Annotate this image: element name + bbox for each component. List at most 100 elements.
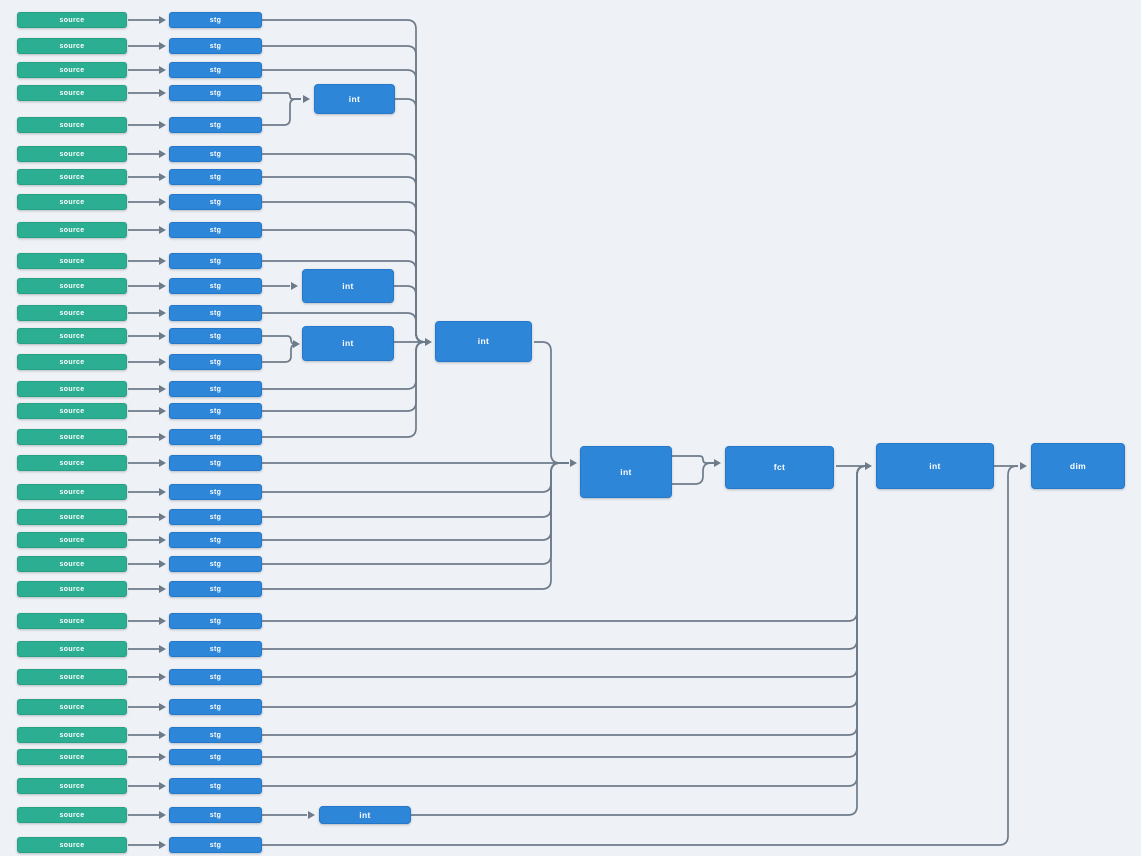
source-node[interactable]: source: [17, 403, 127, 419]
node-label: stg: [209, 66, 222, 74]
stg-node[interactable]: stg: [169, 381, 262, 397]
stg-node[interactable]: stg: [169, 727, 262, 743]
node-label: stg: [209, 753, 222, 761]
stg-node[interactable]: stg: [169, 484, 262, 500]
stg-node[interactable]: stg: [169, 749, 262, 765]
stg-node[interactable]: stg: [169, 85, 262, 101]
source-node[interactable]: source: [17, 169, 127, 185]
source-node[interactable]: source: [17, 484, 127, 500]
stg-node[interactable]: stg: [169, 194, 262, 210]
canvas-bottom-strip: [0, 856, 1141, 863]
source-node[interactable]: source: [17, 641, 127, 657]
node-label: stg: [209, 407, 222, 415]
stg-node[interactable]: stg: [169, 12, 262, 28]
edge: [534, 341, 569, 464]
source-node[interactable]: source: [17, 429, 127, 445]
source-node[interactable]: source: [17, 305, 127, 321]
stg-node[interactable]: stg: [169, 778, 262, 794]
source-node[interactable]: source: [17, 117, 127, 133]
source-node[interactable]: source: [17, 699, 127, 715]
stg-node[interactable]: stg: [169, 278, 262, 294]
source-node[interactable]: source: [17, 807, 127, 823]
source-node[interactable]: source: [17, 194, 127, 210]
stg-node[interactable]: stg: [169, 613, 262, 629]
arrowhead-icon: [159, 536, 166, 544]
source-node[interactable]: source: [17, 328, 127, 344]
node-label: source: [59, 703, 85, 711]
source-node[interactable]: source: [17, 749, 127, 765]
source-node[interactable]: source: [17, 354, 127, 370]
stg-node[interactable]: stg: [169, 669, 262, 685]
arrowhead-icon: [308, 811, 315, 819]
node-label: source: [59, 811, 85, 819]
source-node[interactable]: source: [17, 278, 127, 294]
edge: [262, 462, 569, 565]
node-label: source: [59, 385, 85, 393]
source-node[interactable]: source: [17, 778, 127, 794]
node-label: int: [348, 93, 361, 104]
source-node[interactable]: source: [17, 509, 127, 525]
node-label: stg: [209, 121, 222, 129]
stg-node[interactable]: stg: [169, 253, 262, 269]
arrowhead-icon: [714, 459, 721, 467]
source-node[interactable]: source: [17, 837, 127, 853]
source-node[interactable]: source: [17, 62, 127, 78]
source-node[interactable]: source: [17, 581, 127, 597]
source-node[interactable]: source: [17, 12, 127, 28]
int-node-6[interactable]: int: [876, 443, 994, 489]
int-node-7[interactable]: int: [319, 806, 411, 824]
stg-node[interactable]: stg: [169, 807, 262, 823]
arrowhead-icon: [159, 782, 166, 790]
stg-node[interactable]: stg: [169, 169, 262, 185]
stg-node[interactable]: stg: [169, 305, 262, 321]
edge: [262, 465, 867, 758]
int-node-5[interactable]: int: [580, 446, 672, 498]
stg-node[interactable]: stg: [169, 38, 262, 54]
dim-node[interactable]: dim: [1031, 443, 1125, 489]
stg-node[interactable]: stg: [169, 837, 262, 853]
source-node[interactable]: source: [17, 38, 127, 54]
stg-node[interactable]: stg: [169, 429, 262, 445]
arrowhead-icon: [159, 617, 166, 625]
int-node-4[interactable]: int: [435, 321, 532, 362]
stg-node[interactable]: stg: [169, 328, 262, 344]
source-node[interactable]: source: [17, 455, 127, 471]
source-node[interactable]: source: [17, 669, 127, 685]
stg-node[interactable]: stg: [169, 222, 262, 238]
stg-node[interactable]: stg: [169, 146, 262, 162]
int-node-1[interactable]: int: [314, 84, 395, 114]
stg-node[interactable]: stg: [169, 403, 262, 419]
source-node[interactable]: source: [17, 727, 127, 743]
arrowhead-icon: [159, 645, 166, 653]
stg-node[interactable]: stg: [169, 641, 262, 657]
stg-node[interactable]: stg: [169, 455, 262, 471]
stg-node[interactable]: stg: [169, 699, 262, 715]
source-node[interactable]: source: [17, 253, 127, 269]
stg-node[interactable]: stg: [169, 509, 262, 525]
stg-node[interactable]: stg: [169, 354, 262, 370]
source-node[interactable]: source: [17, 556, 127, 572]
node-label: source: [59, 226, 85, 234]
arrowhead-icon: [159, 407, 166, 415]
edge: [672, 455, 714, 464]
fct-node[interactable]: fct: [725, 446, 834, 489]
source-node[interactable]: source: [17, 613, 127, 629]
arrowhead-icon: [159, 459, 166, 467]
stg-node[interactable]: stg: [169, 532, 262, 548]
source-node[interactable]: source: [17, 532, 127, 548]
edge: [262, 462, 569, 541]
int-node-3[interactable]: int: [302, 326, 394, 361]
source-node[interactable]: source: [17, 85, 127, 101]
source-node[interactable]: source: [17, 381, 127, 397]
int-node-2[interactable]: int: [302, 269, 394, 303]
source-node[interactable]: source: [17, 146, 127, 162]
node-label: stg: [209, 782, 222, 790]
source-node[interactable]: source: [17, 222, 127, 238]
stg-node[interactable]: stg: [169, 581, 262, 597]
stg-node[interactable]: stg: [169, 556, 262, 572]
stg-node[interactable]: stg: [169, 62, 262, 78]
stg-node[interactable]: stg: [169, 117, 262, 133]
node-label: source: [59, 332, 85, 340]
node-label: source: [59, 488, 85, 496]
